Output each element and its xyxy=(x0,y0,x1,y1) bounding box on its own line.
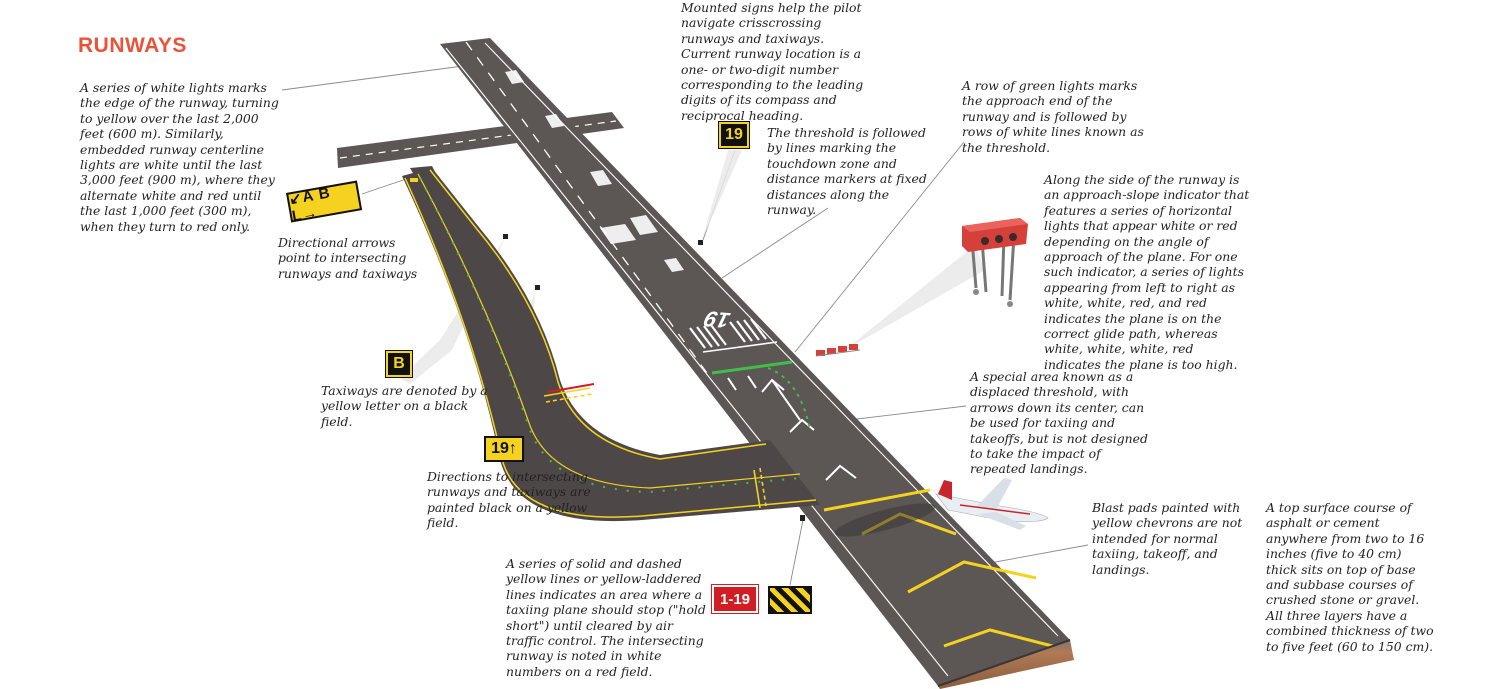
page-title: RUNWAYS xyxy=(78,34,187,57)
threshold-stripes xyxy=(689,318,778,353)
caption-threshold: The threshold is followed by lines marki… xyxy=(767,125,927,218)
pavement-layers xyxy=(938,640,1074,689)
hold-short-sign: 1-19 xyxy=(711,584,759,614)
caption-taxiway-letter: Taxiways are denoted by a yellow letter … xyxy=(321,383,488,429)
caption-edge-lights: A series of white lights marks the edge … xyxy=(80,80,279,234)
hold-short-bars xyxy=(543,387,767,509)
caption-approach-slope: Along the side of the runway is an appro… xyxy=(1044,172,1250,372)
papi-light-unit-icon xyxy=(962,218,1028,307)
taxiway-sign-posts xyxy=(410,178,805,521)
papi-ground-lights xyxy=(815,344,861,357)
displaced-threshold-arrows xyxy=(727,375,857,481)
direction-sign: 19↑ xyxy=(484,436,524,462)
caption-surface-course: A top surface course of asphalt or cemen… xyxy=(1266,500,1434,654)
distance-markers xyxy=(505,70,684,272)
taxiway-letter-sign: B xyxy=(385,350,413,378)
caption-displaced-threshold: A special area known as a displaced thre… xyxy=(970,369,1148,477)
caption-hold-short: A series of solid and dashed yellow line… xyxy=(506,556,706,679)
caption-directions: Directions to intersecting runways and t… xyxy=(427,469,591,531)
hold-short-hatch-sign xyxy=(768,586,812,614)
runway-location-sign: 19 xyxy=(718,121,750,149)
airplane-icon xyxy=(834,478,1049,537)
caption-mounted-signs: Mounted signs help the pilot navigate cr… xyxy=(681,0,864,123)
taxiway xyxy=(402,168,820,522)
caption-blast-pads: Blast pads painted with yellow chevrons … xyxy=(1092,500,1243,577)
caption-green-lights: A row of green lights marks the approach… xyxy=(962,78,1144,155)
main-runway xyxy=(440,38,1070,686)
caption-directional-arrows: Directional arrows point to intersecting… xyxy=(278,235,418,281)
